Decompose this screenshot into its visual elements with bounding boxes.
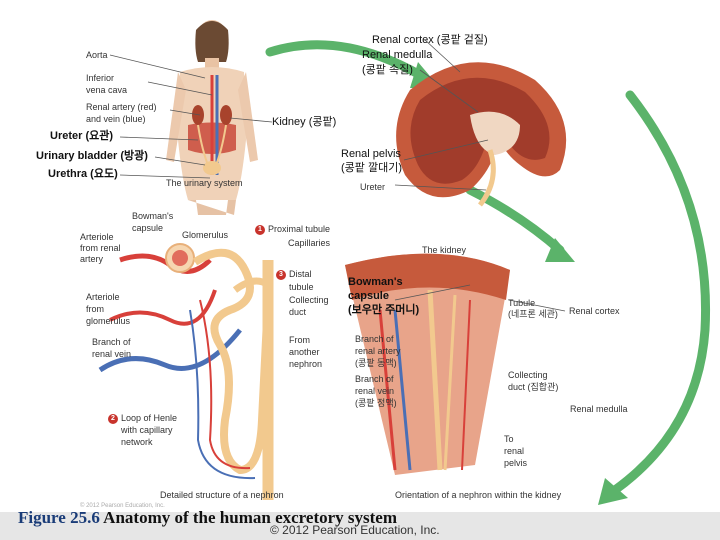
step-1-badge: 1	[255, 224, 265, 235]
label-from-another-nephron-2: another	[289, 347, 320, 357]
step-3-badge: 3	[276, 269, 286, 280]
kidney-wedge	[345, 253, 510, 475]
label-proximal-tubule-text: Proximal tubule	[268, 224, 331, 234]
label-tubule-korean: (네프론 세관)	[508, 309, 558, 319]
label-arteriole-renal-1: Arteriole	[80, 232, 114, 242]
label-bowmans-big-2: capsule	[348, 290, 389, 302]
label-bowmans-capsule-2: capsule	[132, 223, 164, 233]
step-2-badge: 2	[108, 413, 118, 424]
label-detailed-structure: Detailed structure of a nephron	[160, 490, 284, 500]
label-branch-renal-artery-3: (콩팥 동맥)	[355, 358, 397, 368]
label-branch-renal-vein-1: Branch of	[92, 337, 131, 347]
label-arteriole-glomerulus-3: glomerulus	[86, 316, 131, 326]
label-arteriole-renal-3: artery	[80, 254, 104, 264]
label-urethra: Urethra (요도)	[48, 168, 118, 180]
caption-bar	[0, 512, 720, 540]
label-branch-renal-vein-right-3: (콩팥 정맥)	[355, 398, 397, 408]
label-ureter: Ureter (요관)	[50, 130, 114, 142]
label-bowmans-capsule-1: Bowman's	[132, 211, 174, 221]
label-branch-renal-artery-2: renal artery	[355, 346, 401, 356]
leader-lines	[109, 39, 566, 312]
label-inferior-vena-cava-2: vena cava	[86, 85, 128, 95]
flow-arrows	[265, 40, 711, 495]
label-orientation: Orientation of a nephron within the kidn…	[395, 490, 562, 500]
label-to-renal-pelvis-3: pelvis	[504, 458, 528, 468]
figure-title: Anatomy of the human excretory system	[103, 508, 398, 527]
label-inferior-vena-cava-1: Inferior	[86, 73, 115, 83]
label-collecting-duct-2: duct	[289, 307, 307, 317]
label-loop-of-henle-3: network	[121, 437, 153, 447]
label-renal-artery-2: and vein (blue)	[86, 114, 146, 124]
copyright: © 2012 Pearson Education, Inc.	[270, 523, 440, 537]
label-renal-cortex: Renal cortex (콩팥 겉질)	[372, 34, 488, 46]
label-branch-renal-vein-2: renal vein	[92, 349, 132, 359]
label-branch-renal-artery-1: Branch of	[355, 334, 394, 344]
label-bowmans-big-3: (보우만 주머니)	[348, 304, 420, 316]
label-branch-renal-vein-right-1: Branch of	[355, 374, 394, 384]
label-renal-medulla: Renal medulla	[362, 49, 433, 61]
small-copyright: © 2012 Pearson Education, Inc.	[80, 503, 165, 509]
label-arteriole-glomerulus-1: Arteriole	[86, 292, 120, 302]
label-distal-text: Distal	[289, 269, 312, 279]
label-branch-renal-vein-right-2: renal vein	[355, 386, 395, 396]
label-the-kidney: The kidney	[422, 245, 467, 255]
label-arteriole-glomerulus-2: from	[86, 304, 104, 314]
label-tubule: Tubule	[508, 298, 536, 308]
label-from-another-nephron-3: nephron	[289, 359, 323, 369]
label-renal-medulla-korean: (콩팥 속질)	[362, 64, 413, 76]
figure-caption: Figure 25.6 Anatomy of the human excreto…	[18, 508, 397, 528]
label-to-renal-pelvis-1: To	[504, 434, 514, 444]
label-to-renal-pelvis-2: renal	[504, 446, 525, 456]
label-ureter-small: Ureter	[360, 182, 386, 192]
kidney-cross-section	[396, 62, 567, 207]
label-urinary-bladder: Urinary bladder (방광)	[36, 150, 148, 162]
label-aorta: Aorta	[86, 50, 108, 60]
label-loop-text: Loop of Henle	[121, 413, 178, 423]
label-kidney: Kidney (콩팥)	[272, 116, 337, 128]
label-arteriole-renal-2: from renal	[80, 243, 121, 253]
label-loop-of-henle-2: with capillary	[121, 425, 173, 435]
label-renal-cortex-right: Renal cortex	[569, 306, 620, 316]
label-collecting-duct-right-2: duct (집합관)	[508, 382, 559, 392]
label-bowmans-big-1: Bowman's	[348, 276, 403, 288]
label-collecting-duct-1: Collecting	[289, 295, 329, 305]
label-glomerulus: Glomerulus	[182, 230, 229, 240]
nephron-illustration	[98, 243, 274, 500]
label-renal-pelvis-korean: (콩팥 깔대기)	[341, 162, 402, 174]
label-capillaries: Capillaries	[288, 238, 331, 248]
label-renal-artery-1: Renal artery (red)	[86, 102, 157, 112]
label-renal-pelvis: Renal pelvis	[341, 148, 401, 160]
figure-number: Figure 25.6	[18, 508, 100, 527]
label-from-another-nephron-1: From	[289, 335, 310, 345]
human-figure	[166, 20, 258, 215]
label-urinary-system: The urinary system	[166, 178, 243, 188]
label-renal-medulla-right: Renal medulla	[570, 404, 628, 414]
label-distal-tubule-2: tubule	[289, 282, 314, 292]
label-collecting-duct-right-1: Collecting	[508, 370, 548, 380]
